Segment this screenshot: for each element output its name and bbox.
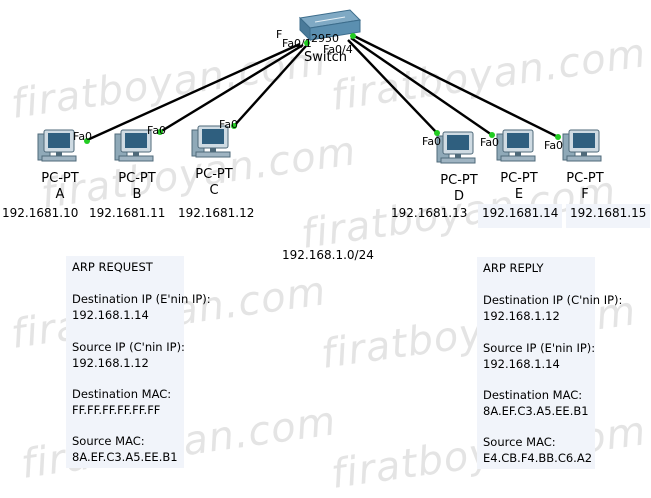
arp-request-dest-mac-label: Destination MAC: — [72, 387, 172, 401]
switch-port-light-left — [304, 40, 310, 46]
arp-reply-src-mac-label: Source MAC: — [483, 435, 556, 449]
ip-label-a: 192.1681.10 — [2, 206, 79, 220]
pc-icon — [114, 129, 154, 162]
arp-reply-src-mac: E4.CB.F4.BB.C6.A2 — [483, 451, 593, 465]
pc-port-label: Fa0 — [147, 124, 166, 137]
arp-request-dest-ip: 192.168.1.14 — [72, 308, 149, 322]
pc-icon — [562, 129, 602, 162]
switch-icon[interactable] — [298, 9, 362, 42]
arp-reply-panel: ARP REPLY Destination IP (C'nin IP): 192… — [477, 257, 622, 469]
link-light — [157, 129, 163, 135]
link-light — [84, 138, 90, 144]
link-light — [231, 123, 237, 129]
pc-model-label: PC-PT — [41, 171, 78, 186]
cables — [84, 34, 559, 143]
switch-port-light-right — [350, 33, 356, 39]
arp-reply-title: ARP REPLY — [483, 261, 544, 275]
pc-port-label: Fa0 — [422, 135, 441, 148]
pc-port-label: Fa0 — [73, 130, 92, 143]
cable-d — [347, 39, 438, 134]
ip-label-d: 192.1681.13 — [391, 206, 468, 220]
pc-model-label: PC-PT — [118, 171, 155, 186]
cable-e — [350, 37, 493, 136]
pc-id-label: A — [56, 187, 65, 202]
arp-reply-dest-mac-label: Destination MAC: — [483, 388, 583, 402]
arp-reply-dest-ip: 192.168.1.12 — [483, 309, 560, 323]
link-light — [489, 132, 495, 138]
pc-port-label: Fa0 — [219, 118, 238, 131]
pc-model-label: PC-PT — [195, 167, 232, 182]
pc-icon — [37, 129, 77, 162]
ip-label-c: 192.1681.12 — [178, 206, 255, 220]
pc-id-label: F — [581, 187, 588, 202]
link-light — [434, 130, 440, 136]
pc-id-label: B — [133, 187, 142, 202]
arp-request-title: ARP REQUEST — [72, 260, 153, 274]
arp-request-src-mac-label: Source MAC: — [72, 434, 145, 448]
pc-id-label: D — [454, 189, 464, 204]
network-topology: F 2950 Fa0/1 Fa0/4 Switch Fa0PC-PTAFa0PC… — [37, 9, 604, 204]
pc-model-label: PC-PT — [500, 171, 537, 186]
arp-request-src-ip-label: Source IP (C'nin IP): — [72, 340, 185, 354]
cable-b — [159, 43, 304, 134]
switch-port-label-right: Fa0/4 — [323, 43, 353, 56]
switch-label: Switch — [304, 50, 347, 65]
arp-request-panel: ARP REQUEST Destination IP (E'nin IP): 1… — [66, 256, 211, 468]
pc-icon — [496, 129, 536, 162]
arp-reply-src-ip-label: Source IP (E'nin IP): — [483, 341, 596, 355]
pc-model-label: PC-PT — [440, 173, 477, 188]
arp-request-src-mac: 8A.EF.C3.A5.EE.B1 — [72, 450, 178, 464]
pc-icon — [436, 131, 476, 164]
cable-f — [353, 34, 559, 139]
ip-label-e: 192.1681.14 — [478, 204, 563, 228]
arp-reply-dest-mac: 8A.EF.C3.A5.EE.B1 — [483, 404, 589, 418]
ip-label-f: 192.1681.15 — [566, 204, 651, 228]
switch-model-label: 2950 — [311, 32, 339, 45]
pc-port-label: Fa0 — [544, 139, 563, 152]
arp-request-src-ip: 192.168.1.12 — [72, 356, 149, 370]
switch-port-label-left-hidden: F — [276, 28, 282, 41]
ip-label-b: 192.1681.11 — [89, 206, 166, 220]
arp-reply-dest-ip-label: Destination IP (C'nin IP): — [483, 293, 623, 307]
cable-c — [233, 45, 307, 127]
pc-id-label: C — [209, 183, 218, 198]
switch-port-label-left: Fa0/1 — [282, 37, 312, 50]
arp-reply-src-ip: 192.168.1.14 — [483, 357, 560, 371]
pc-port-label: Fa0 — [480, 136, 499, 149]
pc-icon — [191, 125, 231, 158]
arp-request-dest-mac: FF.FF.FF.FF.FF.FF — [72, 403, 161, 417]
pc-id-label: E — [515, 187, 523, 202]
cable-a — [84, 42, 301, 143]
pc-model-label: PC-PT — [566, 171, 603, 186]
pc-layer: Fa0PC-PTAFa0PC-PTBFa0PC-PTCFa0PC-PTDFa0P… — [37, 118, 604, 204]
network-label: 192.168.1.0/24 — [282, 248, 374, 262]
arp-request-dest-ip-label: Destination IP (E'nin IP): — [72, 292, 211, 306]
link-light — [555, 134, 561, 140]
